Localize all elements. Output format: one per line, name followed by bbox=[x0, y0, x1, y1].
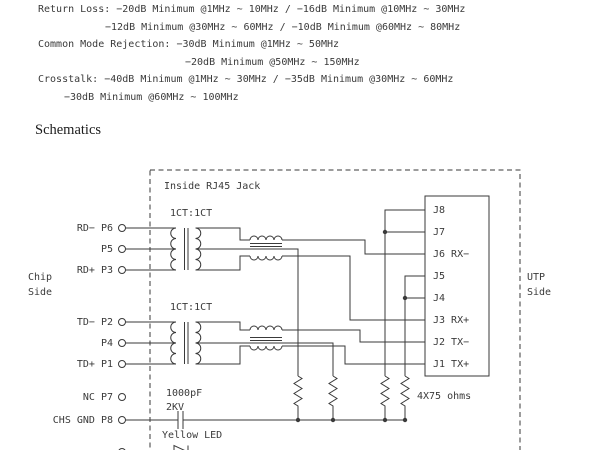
pin-terminal-p2 bbox=[118, 318, 126, 326]
jack-label-j4: J4 bbox=[433, 293, 445, 304]
pin-terminal-p6 bbox=[118, 224, 126, 232]
chip-side-label-line2: Side bbox=[28, 287, 52, 298]
junction-dot bbox=[295, 417, 301, 423]
wire bbox=[195, 227, 250, 241]
line-side-wires bbox=[195, 209, 425, 376]
jack-label-j2: J2 TX− bbox=[433, 337, 469, 348]
spec-crosstalk-line1: Crosstalk: −40dB Minimum @1MHz ~ 30MHz /… bbox=[38, 74, 453, 85]
choke-1-symbol bbox=[195, 227, 283, 271]
choke-2-core bbox=[250, 337, 282, 341]
pin-terminal-p1 bbox=[118, 360, 126, 368]
jack-label-j7: J7 bbox=[433, 227, 445, 238]
pin-label-p4: P4 bbox=[101, 338, 113, 349]
resistor-array-label: 4X75 ohms bbox=[417, 391, 471, 402]
utp-side-label-line2: Side bbox=[527, 287, 551, 298]
junction-dot bbox=[402, 417, 408, 423]
transformer-2-core bbox=[184, 322, 189, 364]
section-title: Schematics bbox=[35, 122, 101, 138]
wire-rx-center-tap bbox=[195, 248, 299, 376]
chip-side-label-line1: Chip bbox=[28, 272, 52, 283]
transformer-1-primary-winding bbox=[170, 227, 177, 271]
pin-terminal-p8 bbox=[118, 416, 126, 424]
jack-label-j1: J1 TX+ bbox=[433, 359, 469, 370]
wire-tx-plus-j1 bbox=[282, 345, 425, 365]
wire-rx-minus-j6 bbox=[282, 239, 425, 255]
pin-label-p3: RD+ P3 bbox=[77, 265, 113, 276]
transformer-2-primary-winding bbox=[170, 321, 177, 365]
schematic-labels: Inside RJ45 Jack 1CT:1CT 1CT:1CT RD− P6 … bbox=[28, 181, 551, 441]
spec-return-loss-line2: −12dB Minimum @30MHz ~ 60MHz / −10dB Min… bbox=[105, 22, 460, 33]
chip-pin-terminals bbox=[118, 224, 126, 450]
led-label: Yellow LED bbox=[162, 430, 222, 441]
resistor-4 bbox=[400, 375, 410, 420]
chip-pin-labels: RD− P6 P5 RD+ P3 TD− P2 P4 TD+ P1 NC P7 … bbox=[53, 223, 113, 426]
jack-connector-box bbox=[424, 195, 490, 377]
wire-tx-minus-j2 bbox=[282, 329, 425, 343]
schematic-drawing bbox=[118, 169, 521, 450]
junction-dot bbox=[330, 417, 336, 423]
resistor-1 bbox=[293, 375, 303, 420]
resistor-2 bbox=[328, 375, 338, 420]
jack-pin-labels: J8 J7 J6 RX− J5 J4 J3 RX+ J2 TX− J1 TX+ bbox=[433, 205, 469, 370]
choke-2-bottom-winding bbox=[249, 345, 283, 351]
wire-rx-plus-j3 bbox=[282, 255, 425, 321]
pin-label-p6: RD− P6 bbox=[77, 223, 113, 234]
transformer-2-ratio-label: 1CT:1CT bbox=[170, 302, 212, 313]
capacitor-rating-label: 2KV bbox=[166, 402, 184, 413]
junction-dot bbox=[382, 417, 388, 423]
pin-terminal-p3 bbox=[118, 266, 126, 274]
transformer-1-ratio-label: 1CT:1CT bbox=[170, 208, 212, 219]
pin-label-p8: CHS GND P8 bbox=[53, 415, 113, 426]
wire-j8-j7-termination bbox=[384, 209, 425, 376]
chip-side-wires bbox=[125, 227, 178, 421]
choke-1-bottom-winding bbox=[249, 255, 283, 261]
spec-crosstalk-line2: −30dB Minimum @60MHz ~ 100MHz bbox=[64, 92, 239, 103]
spec-return-loss-line1: Return Loss: −20dB Minimum @1MHz ~ 10MHz… bbox=[38, 4, 465, 15]
transformer-1-core bbox=[184, 228, 189, 270]
pin-terminal-p4 bbox=[118, 339, 126, 347]
pin-terminal-p7 bbox=[118, 393, 126, 401]
choke-1-top-winding bbox=[249, 235, 283, 241]
pin-label-p1: TD+ P1 bbox=[77, 359, 113, 370]
jack-label-j5: J5 bbox=[433, 271, 445, 282]
pin-label-p5: P5 bbox=[101, 244, 113, 255]
wire bbox=[195, 345, 250, 365]
choke-1-core bbox=[250, 243, 282, 247]
junction-dot bbox=[402, 295, 408, 301]
pin-terminal-p5 bbox=[118, 245, 126, 253]
jack-label-j3: J3 RX+ bbox=[433, 315, 469, 326]
led-diode-triangle bbox=[173, 444, 185, 450]
spec-common-mode-line2: −20dB Minimum @50MHz ~ 150MHz bbox=[185, 57, 360, 68]
termination-resistors bbox=[183, 375, 410, 421]
capacitor-value-label: 1000pF bbox=[166, 388, 202, 399]
rj45-enclosure-dashed-box bbox=[149, 169, 521, 450]
pin-label-p2: TD− P2 bbox=[77, 317, 113, 328]
junction-dot bbox=[382, 229, 388, 235]
choke-2-symbol bbox=[195, 321, 283, 365]
wire bbox=[195, 255, 250, 271]
enclosure-label: Inside RJ45 Jack bbox=[164, 181, 260, 192]
utp-side-label-line1: UTP bbox=[527, 272, 545, 283]
choke-2-top-winding bbox=[249, 325, 283, 331]
wire-tx-center-tap bbox=[195, 342, 334, 376]
led-symbol bbox=[173, 444, 189, 450]
junction-dots bbox=[295, 229, 408, 423]
jack-label-j6: J6 RX− bbox=[433, 249, 469, 260]
pin-label-p7: NC P7 bbox=[83, 392, 113, 403]
spec-text-block: Return Loss: −20dB Minimum @1MHz ~ 10MHz… bbox=[38, 4, 465, 103]
spec-common-mode-line1: Common Mode Rejection: −30dB Minimum @1M… bbox=[38, 39, 339, 50]
wire bbox=[195, 321, 250, 331]
jack-label-j8: J8 bbox=[433, 205, 445, 216]
wire-j5-j4-termination bbox=[404, 275, 425, 376]
capacitor-symbol bbox=[177, 411, 184, 429]
resistor-3 bbox=[380, 375, 390, 420]
